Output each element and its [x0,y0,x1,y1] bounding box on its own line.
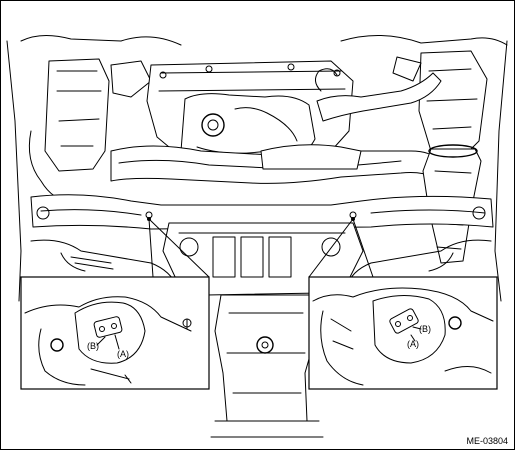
inset-right-callout-b: (B) [419,324,431,334]
left-strut-bracket [44,58,110,172]
lower-cover [214,294,318,422]
inset-right-bolt [448,316,462,330]
leader-right [308,218,354,278]
inset-left-callout-a: (A) [117,349,129,359]
inset-right-callout-a: (A) [407,339,419,349]
center-bolt [201,113,225,137]
inset-left: (B) (A) [20,276,210,390]
leader-left [148,218,210,278]
inset-left-bolt [50,338,64,352]
inset-right: (B) (A) [308,276,498,390]
drain-plug [256,336,274,354]
frame-rail-right [494,40,508,302]
figure-code: ME-03804 [466,436,508,446]
leader-left-2 [148,218,154,278]
frame-rail-left [6,40,22,302]
coolant-hose [316,72,442,122]
inset-left-callout-b: (B) [87,341,99,351]
front-crossmember [30,194,494,230]
leader-right-2 [352,218,374,278]
engine-main-view [6,35,508,438]
